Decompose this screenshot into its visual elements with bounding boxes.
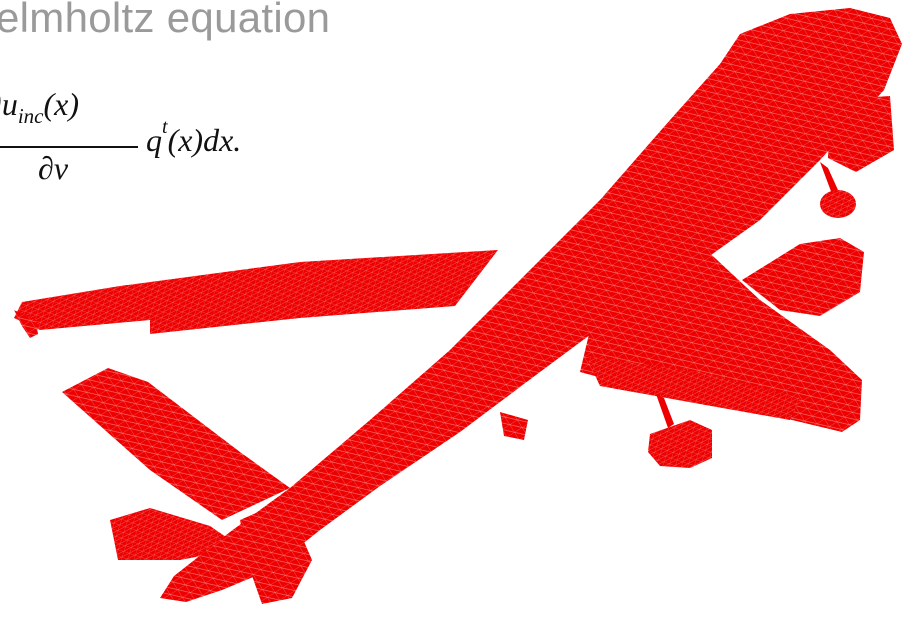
right-wing-flap [586, 356, 800, 420]
belly-gear [500, 412, 528, 440]
left-wing [14, 250, 498, 334]
nose-gear-wheel [820, 190, 856, 218]
horizontal-stabilizer-left [110, 508, 242, 560]
nose-gear-strut [820, 162, 838, 194]
slide-title: elmholtz equation [0, 0, 331, 41]
fraction-bar [0, 146, 138, 148]
left-wingtip [14, 310, 38, 338]
formula-fraction: ∂uinc(x) ∂ν [0, 86, 140, 196]
helmholtz-formula: ∂uinc(x) ∂ν qt(x)dx. [0, 86, 340, 196]
main-gear-wheel [648, 420, 712, 468]
main-gear-strut [656, 394, 674, 428]
tail-q: q [146, 122, 162, 158]
nose-gear-door [828, 96, 894, 172]
fuselage [160, 8, 902, 602]
vertical-tail [62, 368, 290, 520]
numerator-tail: (x) [43, 86, 79, 122]
numerator-subscript: inc [17, 104, 44, 128]
formula-tail: qt(x)dx. [146, 116, 242, 159]
tail-superscript: t [162, 116, 168, 139]
fraction-denominator: ∂ν [38, 150, 69, 186]
tail-rest: (x)dx. [167, 122, 242, 158]
fraction-numerator: ∂uinc(x) [0, 86, 79, 128]
numerator-main: ∂u [0, 86, 18, 122]
engine-nacelle [742, 238, 864, 316]
